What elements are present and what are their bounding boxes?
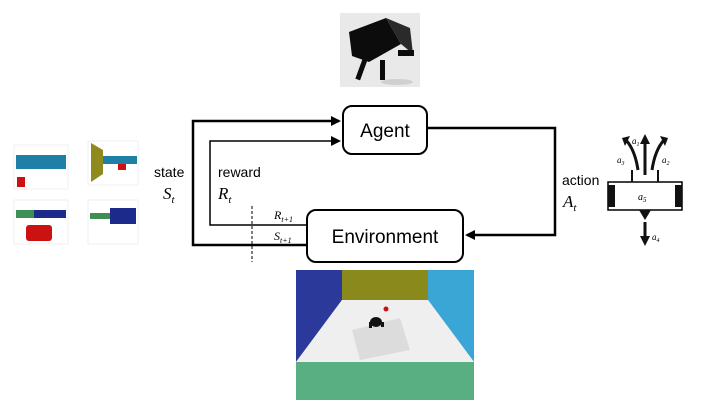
svg-text:a5: a5 xyxy=(638,192,647,204)
action-symbol: At xyxy=(562,192,577,214)
arena-render-image xyxy=(296,270,474,400)
svg-text:a2: a2 xyxy=(662,155,670,167)
state-thumbnail-2 xyxy=(87,140,139,186)
environment-box xyxy=(306,209,464,263)
state-thumbnail-4 xyxy=(87,199,139,245)
reward-word: reward xyxy=(218,164,261,180)
reward-arrow xyxy=(209,136,341,226)
svg-text:a3: a3 xyxy=(617,155,625,167)
agent-box xyxy=(342,105,428,155)
reward-symbol: Rt xyxy=(217,184,232,206)
svg-text:a4: a4 xyxy=(652,232,660,244)
agent-label: Agent xyxy=(360,121,410,142)
state-symbol: St xyxy=(163,184,176,206)
svg-text:a1: a1 xyxy=(632,136,640,148)
action-word: action xyxy=(562,172,599,188)
action-arrow xyxy=(427,126,557,240)
robot-actions-schematic: a1 a2 a3 a4 a5 xyxy=(607,134,683,246)
state-word: state xyxy=(154,164,185,180)
robot-render-image xyxy=(340,13,420,87)
state-thumbnail-3 xyxy=(13,199,69,245)
state-arrow xyxy=(191,116,341,247)
next-state-symbol: St+1 xyxy=(274,229,292,245)
environment-label: Environment xyxy=(332,227,439,248)
next-reward-symbol: Rt+1 xyxy=(273,208,293,224)
state-thumbnail-1 xyxy=(13,144,69,190)
